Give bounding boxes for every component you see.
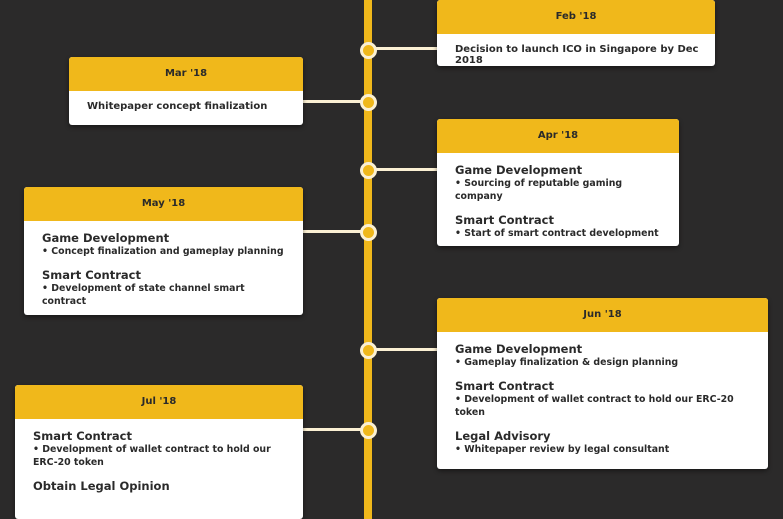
section-title: Smart Contract	[33, 429, 132, 443]
event-card-jun: Jun '18 Game Development • Gameplay fina…	[437, 298, 768, 469]
event-section: Smart Contract • Development of wallet c…	[33, 429, 289, 469]
event-text: Decision to launch ICO in Singapore by D…	[455, 44, 699, 66]
section-title: Game Development	[455, 342, 583, 356]
section-item: • Development of wallet contract to hold…	[455, 394, 734, 418]
timeline-node-may	[360, 224, 377, 241]
event-card-mar: Mar '18 Whitepaper concept finalization	[69, 57, 303, 125]
event-date: May '18	[24, 187, 303, 221]
event-section: Obtain Legal Opinion	[33, 479, 289, 493]
section-item: • Sourcing of reputable gaming company	[455, 178, 623, 202]
event-date: Jun '18	[437, 298, 768, 332]
section-item: • Development of state channel smart con…	[42, 283, 245, 307]
timeline-node-jun	[360, 342, 377, 359]
section-title: Smart Contract	[42, 268, 141, 282]
section-item: • Start of smart contract development	[455, 228, 659, 239]
connector-apr	[372, 168, 438, 171]
event-card-jul: Jul '18 Smart Contract • Development of …	[15, 385, 303, 519]
event-section: Smart Contract • Development of wallet c…	[455, 379, 754, 419]
event-card-may: May '18 Game Development • Concept final…	[24, 187, 303, 315]
connector-jun	[372, 348, 438, 351]
event-section: Legal Advisory • Whitepaper review by le…	[455, 429, 754, 456]
connector-feb	[372, 47, 438, 50]
event-card-feb: Feb '18 Decision to launch ICO in Singap…	[437, 0, 715, 66]
timeline-node-feb	[360, 42, 377, 59]
connector-may	[303, 230, 365, 233]
event-section: Smart Contract • Development of state ch…	[42, 268, 289, 308]
section-title: Legal Advisory	[455, 429, 551, 443]
section-title: Obtain Legal Opinion	[33, 479, 170, 493]
section-title: Smart Contract	[455, 379, 554, 393]
event-text: Whitepaper concept finalization	[87, 101, 268, 112]
section-item: • Concept finalization and gameplay plan…	[42, 246, 284, 257]
event-section: Game Development • Concept finalization …	[42, 231, 289, 258]
connector-mar	[303, 100, 365, 103]
timeline-node-apr	[360, 162, 377, 179]
section-title: Game Development	[455, 163, 583, 177]
timeline-node-jul	[360, 422, 377, 439]
event-card-apr: Apr '18 Game Development • Sourcing of r…	[437, 119, 679, 246]
event-date: Jul '18	[15, 385, 303, 419]
event-section: Game Development • Gameplay finalization…	[455, 342, 754, 369]
timeline-node-mar	[360, 94, 377, 111]
section-item: • Development of wallet contract to hold…	[33, 444, 271, 468]
section-item: • Whitepaper review by legal consultant	[455, 444, 670, 455]
event-date: Apr '18	[437, 119, 679, 153]
timeline-axis	[364, 0, 372, 519]
connector-jul	[303, 428, 365, 431]
event-section: Game Development • Sourcing of reputable…	[455, 163, 665, 203]
event-date: Mar '18	[69, 57, 303, 91]
section-item: • Gameplay finalization & design plannin…	[455, 357, 679, 368]
event-section: Smart Contract • Start of smart contract…	[455, 213, 665, 240]
event-date: Feb '18	[437, 0, 715, 34]
section-title: Game Development	[42, 231, 170, 245]
section-title: Smart Contract	[455, 213, 554, 227]
